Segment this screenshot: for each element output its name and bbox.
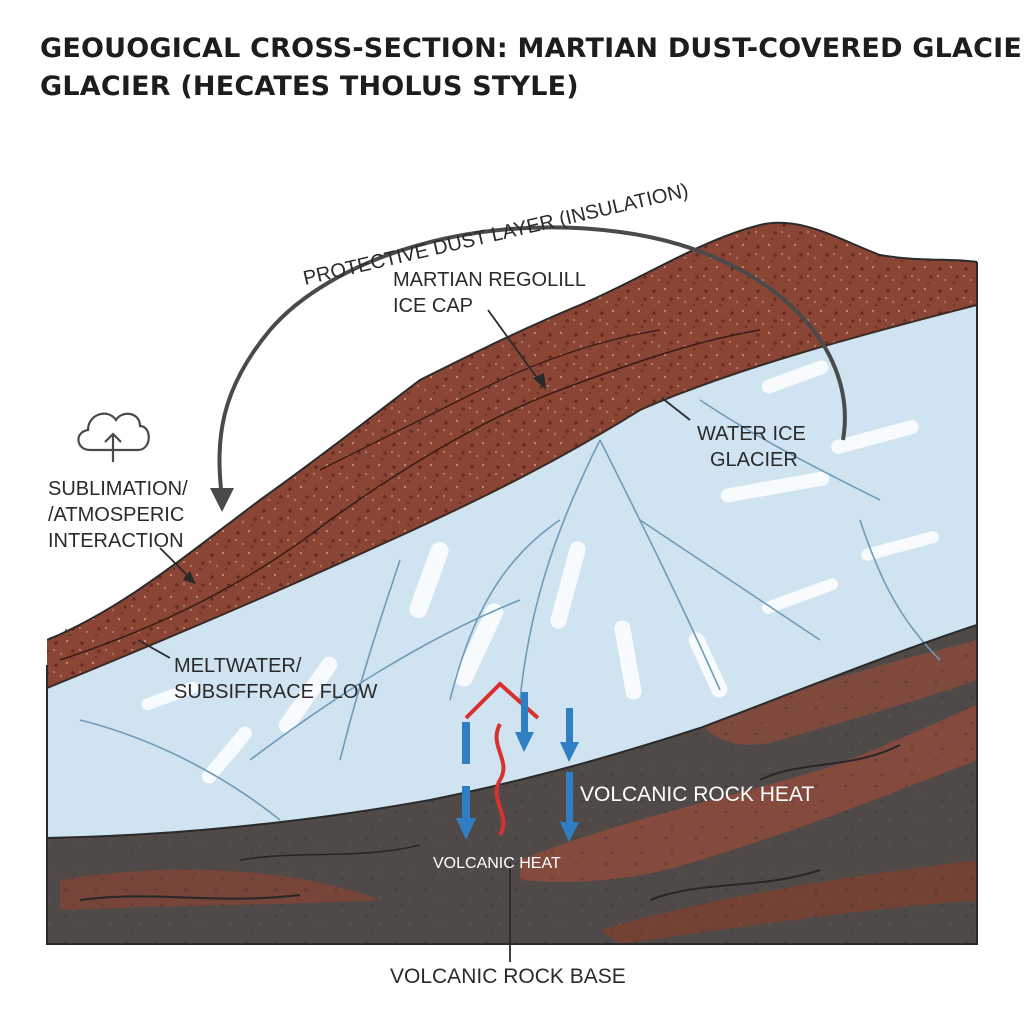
cloud-upload-icon: [77, 412, 150, 462]
leader-meltwater: [137, 639, 171, 659]
water-ice-glacier: [47, 305, 977, 838]
flow-arrow-1-bottom: [462, 786, 470, 820]
label-meltwater-2: SUBSIFFRACE FLOW: [174, 681, 377, 703]
label-meltwater-1: MELTWATER/: [174, 655, 302, 677]
section-frame: [46, 262, 978, 945]
flow-arrow-1-top: [462, 722, 470, 764]
heat-squiggle: [494, 723, 506, 837]
label-sublimation-3: INTERACTION: [48, 530, 184, 552]
insulation-arc-arrow: [217, 225, 847, 499]
ice-highlights: [141, 360, 939, 784]
leader-water-ice: [661, 397, 691, 421]
ice-cracks: [79, 399, 941, 821]
rock-crack-2: [649, 869, 821, 901]
leader-sublimation: [159, 547, 191, 579]
label-regolith-1: MARTIAN REGOLILL: [393, 269, 586, 291]
flow-arrow-3: [566, 708, 573, 744]
strata: [47, 221, 977, 944]
rock-crack-4: [239, 844, 421, 861]
dust-inner-line-2: [319, 329, 661, 471]
label-volcanic-heat: VOLCANIC HEAT: [433, 855, 561, 872]
flow-arrow-2: [521, 692, 528, 734]
ice-bed-line: [47, 624, 977, 839]
label-water-ice-2: GLACIER: [710, 449, 798, 471]
label-volcanic-rock-base: VOLCANIC ROCK BASE: [390, 965, 626, 988]
flow-arrow-4: [566, 772, 573, 824]
rock-crack-1: [79, 894, 301, 901]
rock-crack-3: [759, 744, 901, 781]
label-water-ice-1: WATER ICE: [697, 423, 806, 445]
title-line-1: GEOUOGICAL CROSS-SECTION: MARTIAN DUST-C…: [40, 33, 1024, 64]
dust-inner-line-1: [59, 329, 761, 661]
diagram-title: GEOUOGICAL CROSS-SECTION: MARTIAN DUST-C…: [40, 30, 1024, 106]
label-sublimation-2: /ATMOSPERIC: [48, 504, 184, 526]
dust-ice-boundary: [47, 304, 977, 689]
dust-surface-outline: [47, 221, 977, 641]
leader-regolith: [487, 309, 541, 383]
label-volcanic-rock-heat: VOLCANIC ROCK HEAT: [580, 783, 814, 806]
heat-flow-arrows: [456, 681, 579, 842]
title-line-2: GLACIER (HECATES THOLUS STYLE): [40, 71, 579, 102]
label-sublimation-1: SUBLIMATION/: [48, 478, 188, 500]
label-regolith-2: ICE CAP: [393, 295, 473, 317]
arc-arrowhead: [210, 488, 234, 512]
